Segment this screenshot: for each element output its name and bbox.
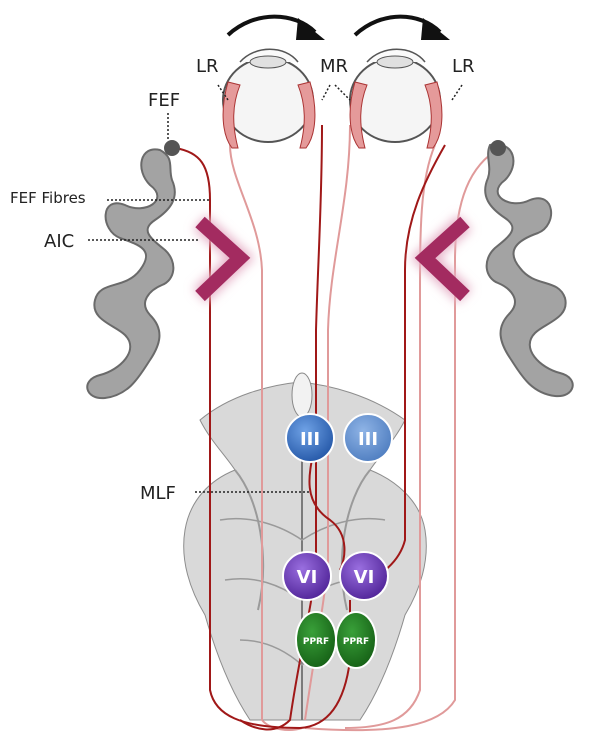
cn3-right-label: III [358, 429, 378, 450]
cn6-right-label: VI [354, 567, 375, 588]
rotation-arrow-icon [228, 17, 450, 40]
aic-right [425, 222, 465, 296]
eye-left-icon [223, 49, 315, 148]
cn3-right-nucleus: III [344, 414, 392, 462]
pprf-left-label: PPRF [303, 637, 329, 647]
pprf-right-nucleus: PPRF [336, 612, 376, 668]
aic-left [200, 222, 240, 296]
cn6-left-nucleus: VI [283, 552, 331, 600]
cn3-left-nucleus: III [286, 414, 334, 462]
cortex-left [87, 140, 180, 398]
pprf-left-nucleus: PPRF [296, 612, 336, 668]
lr-left-label: LR [196, 56, 219, 77]
eye-right-icon [350, 49, 442, 148]
pprf-right-label: PPRF [343, 637, 369, 647]
mlf-label: MLF [140, 483, 176, 504]
mr-label: MR [320, 56, 348, 77]
cn6-left-label: VI [297, 567, 318, 588]
fef-fibres-label: FEF Fibres [10, 189, 86, 207]
cortex-right [485, 140, 573, 396]
cn6-right-nucleus: VI [340, 552, 388, 600]
fef-label: FEF [148, 90, 180, 111]
cn3-left-label: III [300, 429, 320, 450]
lr-right-label: LR [452, 56, 475, 77]
fef-left-marker [164, 140, 180, 156]
fef-right-marker [490, 140, 506, 156]
aic-label: AIC [44, 231, 74, 252]
